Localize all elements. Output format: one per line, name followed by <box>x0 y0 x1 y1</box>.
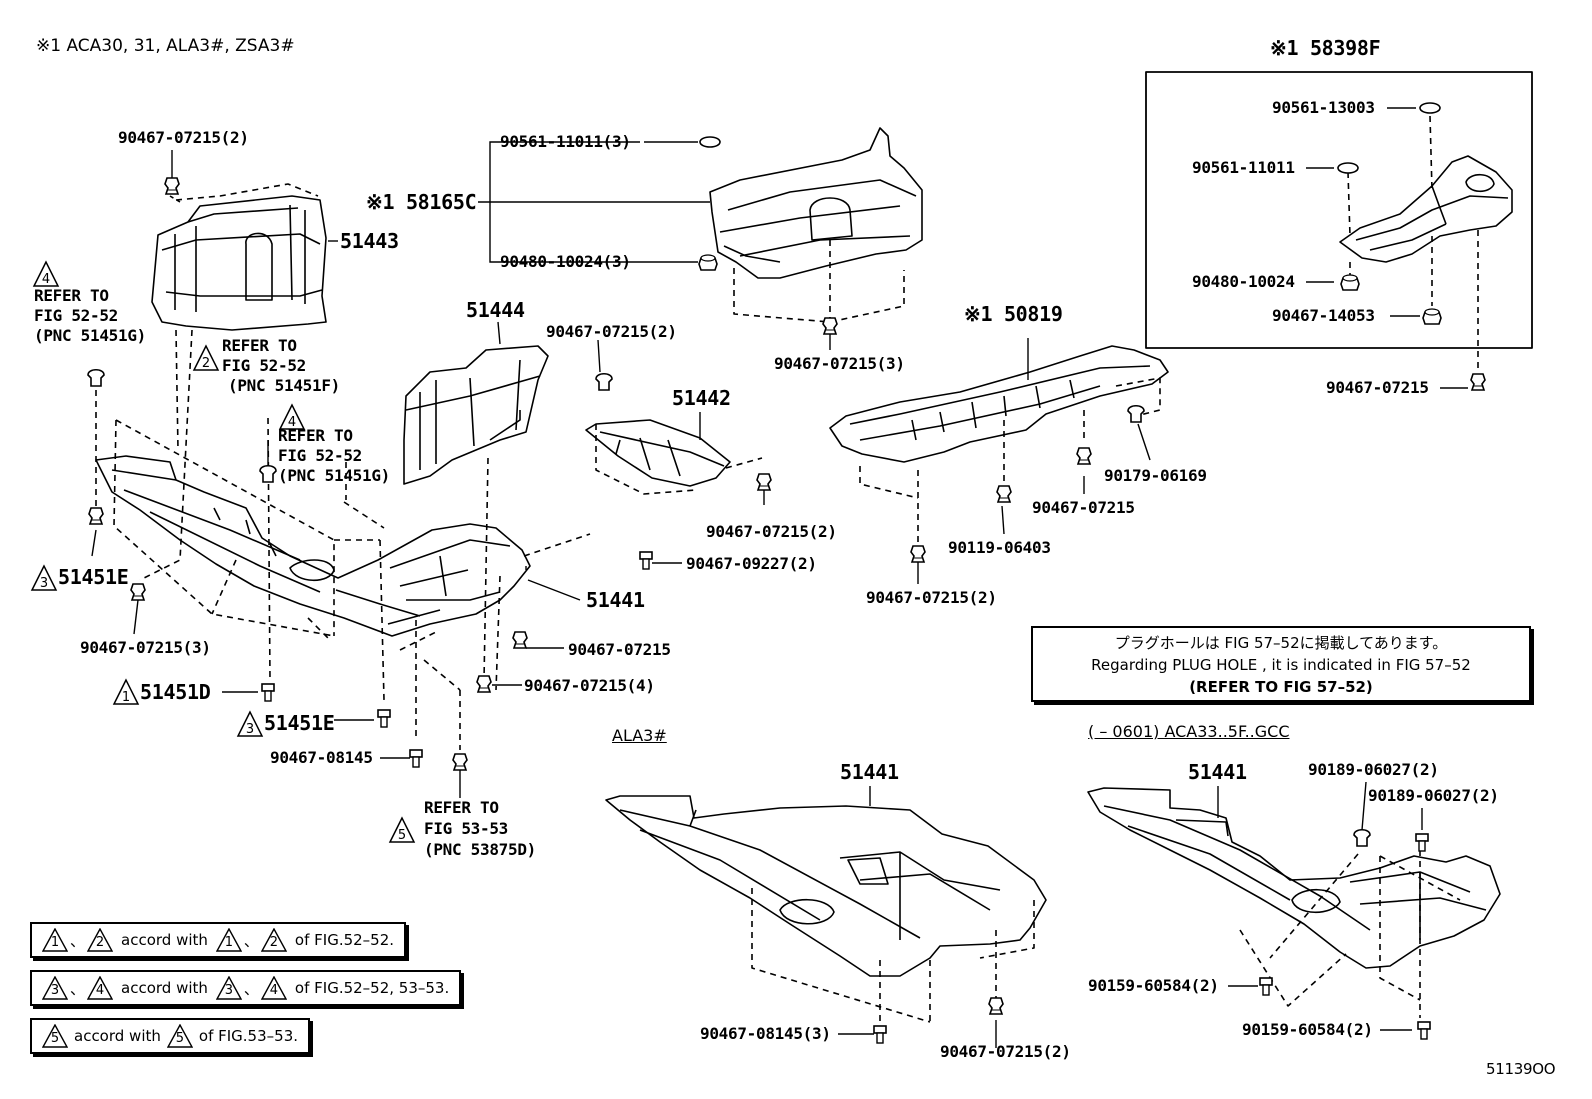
legend-tri-5: 5 <box>42 1024 68 1048</box>
legend-tri-3b: 3 <box>215 976 242 1000</box>
label-51441-ala[interactable]: 51441 <box>840 760 899 784</box>
applicability-header: ※1 ACA30, 31, ALA3#, ZSA3# <box>36 36 295 56</box>
label-90189-06027-2-b[interactable]: 90189-06027(2) <box>1368 786 1499 805</box>
note-line-ref[interactable]: (REFER TO FIG 57–52) <box>1189 678 1373 696</box>
figure-code: 51139OO <box>1486 1060 1556 1078</box>
label-51441-aca[interactable]: 51441 <box>1188 760 1247 784</box>
label-90467-07215-4[interactable]: 90467-07215(4) <box>524 676 655 695</box>
label-51451D[interactable]: 51451D <box>140 680 211 704</box>
label-90467-07215-c[interactable]: 90467-07215 <box>1326 378 1429 397</box>
label-90480-10024[interactable]: 90480-10024 <box>1192 272 1295 291</box>
label-90561-13003[interactable]: 90561-13003 <box>1272 98 1375 117</box>
label-50819[interactable]: ※1 50819 <box>964 302 1063 326</box>
label-51443[interactable]: 51443 <box>340 229 399 253</box>
label-90467-14053[interactable]: 90467-14053 <box>1272 306 1375 325</box>
legend-tri-4b: 4 <box>260 976 287 1000</box>
legend-sep: 、 <box>70 931 86 950</box>
label-90467-09227-2[interactable]: 90467-09227(2) <box>686 554 817 573</box>
legend-tri-1b: 1 <box>215 928 242 952</box>
legend-row-3-mid: accord with <box>74 1027 161 1045</box>
note-line-en: Regarding PLUG HOLE , it is indicated in… <box>1091 656 1471 674</box>
refer-52-52-c-line2: FIG 52-52 <box>278 446 362 465</box>
legend-tri-5b: 5 <box>166 1024 193 1048</box>
label-90467-07215-2-c[interactable]: 90467-07215(2) <box>866 588 997 607</box>
label-90467-07215-a[interactable]: 90467-07215 <box>568 640 671 659</box>
part-51444-shape <box>403 345 549 485</box>
refer-52-52-a-line1: REFER TO <box>34 286 109 305</box>
legend-row-1: 1 、 2 accord with 1 、 2 of FIG.52–52. <box>30 922 407 958</box>
legend-tri-2b: 2 <box>260 928 287 952</box>
label-90480-10024-3[interactable]: 90480-10024(3) <box>500 252 631 271</box>
label-90467-07215-b[interactable]: 90467-07215 <box>1032 498 1135 517</box>
legend-tri-2: 2 <box>87 928 114 952</box>
tri-5: 5 <box>398 828 406 843</box>
label-51444[interactable]: 51444 <box>466 298 525 322</box>
reference-triangles <box>30 260 416 843</box>
part-58398F-shape <box>1339 155 1513 263</box>
label-90467-07215-2-mid[interactable]: 90467-07215(2) <box>546 322 677 341</box>
part-51441-ala-shape <box>605 795 1047 977</box>
tri-3-b: 3 <box>246 722 254 737</box>
refer-52-52-a-line3[interactable]: (PNC 51451G) <box>34 326 146 345</box>
label-51442[interactable]: 51442 <box>672 386 731 410</box>
legend-sep: 、 <box>70 979 86 998</box>
legend-row-2-mid: accord with <box>121 979 208 997</box>
label-58398F[interactable]: ※1 58398F <box>1270 36 1381 60</box>
part-51441-aca-shape <box>1087 787 1501 969</box>
label-90467-07215-2-top[interactable]: 90467-07215(2) <box>118 128 249 147</box>
label-90119-06403[interactable]: 90119-06403 <box>948 538 1051 557</box>
refer-53-53-line2: FIG 53-53 <box>424 819 508 838</box>
legend-tri-3: 3 <box>42 976 68 1000</box>
section-ala3: ALA3# <box>612 726 667 745</box>
part-51442-shape <box>585 419 731 487</box>
tri-4-b: 4 <box>288 415 296 430</box>
label-51451E-a[interactable]: 51451E <box>58 565 129 589</box>
legend-row-1-mid: accord with <box>121 931 208 949</box>
refer-53-53-line3[interactable]: (PNC 53875D) <box>424 840 536 859</box>
legend-sep: 、 <box>243 931 259 950</box>
legend-row-2-end: of FIG.52–52, 53–53. <box>294 979 450 997</box>
label-90467-07215-3-c[interactable]: 90467-07215(3) <box>774 354 905 373</box>
part-58165C-shape <box>709 127 923 279</box>
label-90159-60584-2-a[interactable]: 90159-60584(2) <box>1088 976 1219 995</box>
refer-52-52-b-line2: FIG 52-52 <box>222 356 306 375</box>
label-51451E-b[interactable]: 51451E <box>264 711 335 735</box>
part-51443-shape <box>151 195 327 331</box>
tri-1: 1 <box>122 690 130 705</box>
legend-tri-1: 1 <box>42 928 68 952</box>
legend-sep: 、 <box>243 979 259 998</box>
label-58165C[interactable]: ※1 58165C <box>366 190 477 214</box>
label-90467-07215-2-ala[interactable]: 90467-07215(2) <box>940 1042 1071 1061</box>
refer-52-52-c-line3[interactable]: (PNC 51451G) <box>278 466 390 485</box>
label-90179-06169[interactable]: 90179-06169 <box>1104 466 1207 485</box>
tri-2: 2 <box>202 356 210 371</box>
legend-row-1-end: of FIG.52–52. <box>294 931 395 949</box>
tri-4-a: 4 <box>42 272 50 287</box>
plug-hole-note: プラグホールは FIG 57–52に掲載してあります。 Regarding PL… <box>1031 626 1531 702</box>
refer-52-52-b-line1: REFER TO <box>222 336 297 355</box>
label-90189-06027-2-a[interactable]: 90189-06027(2) <box>1308 760 1439 779</box>
refer-52-52-a-line2: FIG 52-52 <box>34 306 118 325</box>
label-90467-07215-2-r[interactable]: 90467-07215(2) <box>706 522 837 541</box>
label-90561-11011[interactable]: 90561-11011 <box>1192 158 1295 177</box>
refer-52-52-b-line3[interactable]: (PNC 51451F) <box>228 376 340 395</box>
label-90467-08145-3[interactable]: 90467-08145(3) <box>700 1024 831 1043</box>
section-aca33: ( – 0601) ACA33..5F..GCC <box>1088 722 1290 741</box>
tri-3-a: 3 <box>40 576 48 591</box>
refer-52-52-c-line1: REFER TO <box>278 426 353 445</box>
legend-row-3-end: of FIG.53–53. <box>198 1027 299 1045</box>
refer-53-53-line1: REFER TO <box>424 798 499 817</box>
legend-row-3: 5 accord with 5 of FIG.53–53. <box>30 1018 311 1054</box>
legend-tri-4: 4 <box>87 976 114 1000</box>
note-line-jp: プラグホールは FIG 57–52に掲載してあります。 <box>1114 634 1448 652</box>
label-90561-11011-3[interactable]: 90561-11011(3) <box>500 132 631 151</box>
legend-row-2: 3 、 4 accord with 3 、 4 of FIG.52–52, 53… <box>30 970 462 1006</box>
label-90467-08145[interactable]: 90467-08145 <box>270 748 373 767</box>
label-90467-07215-3-left[interactable]: 90467-07215(3) <box>80 638 211 657</box>
label-51441-main[interactable]: 51441 <box>586 588 645 612</box>
label-90159-60584-2-b[interactable]: 90159-60584(2) <box>1242 1020 1373 1039</box>
